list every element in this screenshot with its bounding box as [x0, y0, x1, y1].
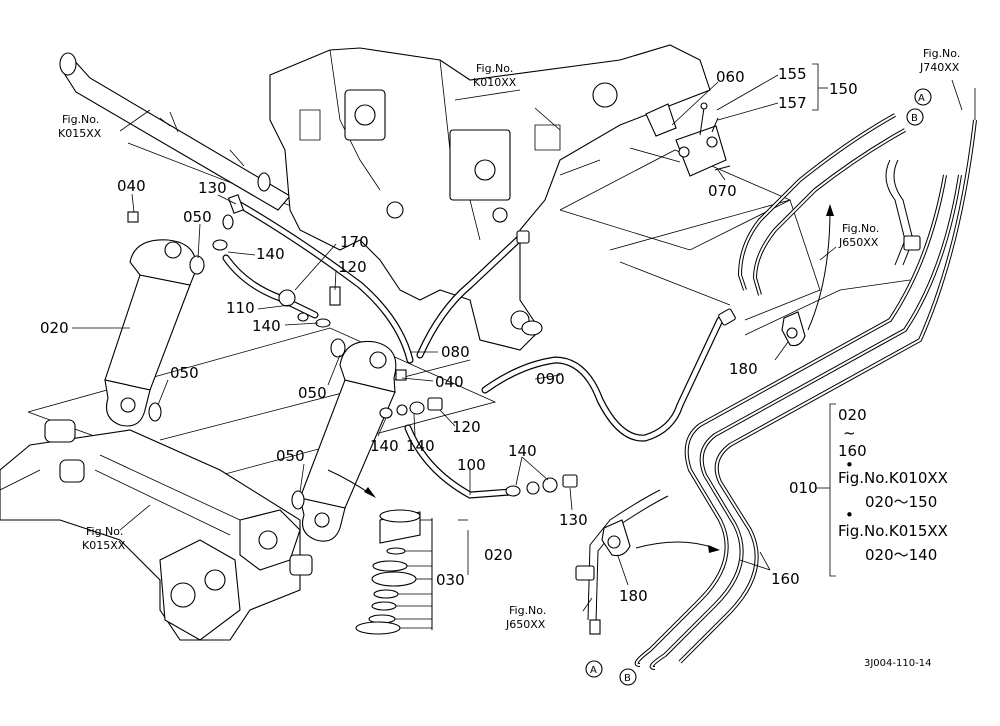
steel-pipes: [575, 113, 977, 670]
fig-ref-label: Fig.No.: [923, 47, 960, 60]
part-label-140: 140: [370, 437, 399, 455]
part-label-180: 180: [729, 360, 758, 378]
fig-ref-label: Fig.No.: [62, 113, 99, 126]
fig-ref-k010: Fig.No. K010XX: [473, 62, 517, 89]
connector-b-top: B: [911, 113, 918, 124]
leader-lines: [72, 63, 976, 612]
main-frame: [269, 44, 711, 351]
part-label-180: 180: [619, 587, 648, 605]
part-label-130: 130: [559, 511, 588, 529]
connector-a-top: A: [918, 93, 925, 104]
legend-range-start: 020: [838, 406, 867, 424]
part-label-160: 160: [771, 570, 800, 588]
part-label-020: 020: [40, 319, 69, 337]
fig-ref-number: J650XX: [505, 618, 546, 631]
part-label-050: 050: [298, 384, 327, 402]
legend-ref-k010-range: 020～150: [865, 493, 937, 511]
part-label-140: 140: [406, 437, 435, 455]
lower-frame: [0, 419, 313, 641]
pipe-clamps: [601, 311, 806, 557]
fig-ref-label: Fig.No.: [476, 62, 513, 75]
part-label-155: 155: [778, 65, 807, 83]
part-label-030: 030: [436, 571, 465, 589]
part-label-140: 140: [508, 442, 537, 460]
part-label-050: 050: [183, 208, 212, 226]
valve-assembly: [645, 102, 731, 177]
fig-ref-label: Fig.No.: [86, 525, 123, 538]
part-label-040: 040: [435, 373, 464, 391]
left-cylinder: [104, 211, 205, 427]
part-label-170: 170: [340, 233, 369, 251]
hydraulic-hoses: [222, 201, 724, 499]
legend-tilde: ~: [843, 424, 856, 442]
connector-markers: A B A B: [585, 88, 932, 686]
fig-ref-number: K015XX: [82, 539, 126, 552]
part-label-050: 050: [276, 447, 305, 465]
fig-ref-j740: Fig.No. J740XX: [919, 47, 960, 74]
part-label-020: 020: [484, 546, 513, 564]
part-label-070: 070: [708, 182, 737, 200]
fig-ref-number: J740XX: [919, 61, 960, 74]
part-label-130: 130: [198, 179, 227, 197]
connector-a-bottom: A: [590, 665, 597, 676]
part-label-150: 150: [829, 80, 858, 98]
assembly-legend: 020 ~ 160 010 • Fig.No.K010XX 020～150 • …: [789, 403, 948, 577]
fig-ref-j650-right: Fig.No. J650XX: [838, 222, 879, 249]
part-label-090: 090: [536, 370, 565, 388]
fig-ref-number: K010XX: [473, 76, 517, 89]
part-label-040: 040: [117, 177, 146, 195]
fig-ref-j650-bottom: Fig.No. J650XX: [505, 604, 546, 631]
part-label-120: 120: [452, 418, 481, 436]
legend-range-end: 160: [838, 442, 867, 460]
fig-ref-k015-bottom: Fig.No. K015XX: [82, 525, 126, 552]
part-labels: 040 130 050 140 170 120 110 140 020 050 …: [40, 65, 858, 605]
legend-ref-k015: Fig.No.K015XX: [838, 522, 948, 540]
part-label-060: 060: [716, 68, 745, 86]
seal-kit: [355, 509, 433, 635]
part-label-140: 140: [252, 317, 281, 335]
drawing-number: 3J004-110-14: [864, 658, 931, 669]
legend-ref-k010: Fig.No.K010XX: [838, 469, 948, 487]
fig-ref-number: J650XX: [838, 236, 879, 249]
direction-arrows: [327, 204, 834, 553]
right-cylinder: [291, 338, 407, 542]
fittings: [212, 194, 736, 497]
part-label-080: 080: [441, 343, 470, 361]
fig-ref-number: K015XX: [58, 127, 102, 140]
part-label-120: 120: [338, 258, 367, 276]
legend-ref-k015-range: 020～140: [865, 546, 937, 564]
part-label-110: 110: [226, 299, 255, 317]
lift-arm-rod: [59, 52, 291, 211]
part-label-140: 140: [256, 245, 285, 263]
legend-bullet: •: [845, 506, 854, 524]
part-label-157: 157: [778, 94, 807, 112]
fig-ref-label: Fig.No.: [509, 604, 546, 617]
part-label-100: 100: [457, 456, 486, 474]
legend-bullet: •: [845, 456, 854, 474]
part-label-050: 050: [170, 364, 199, 382]
fig-ref-k015-top: Fig.No. K015XX: [58, 113, 102, 140]
connector-b-bottom: B: [624, 673, 631, 684]
legend-assembly-number: 010: [789, 479, 818, 497]
fig-ref-label: Fig.No.: [842, 222, 879, 235]
